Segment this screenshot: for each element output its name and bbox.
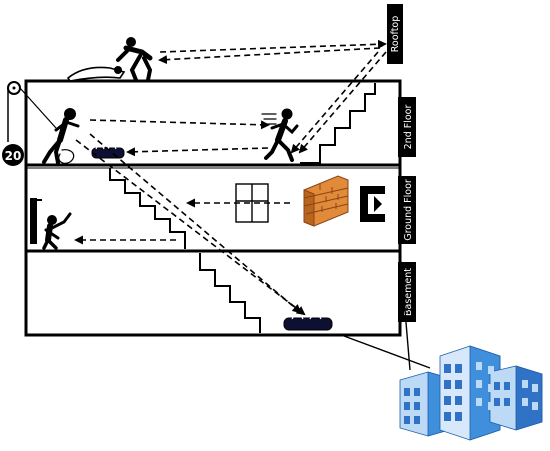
counter-value: 20 — [5, 149, 22, 163]
basement-label-tab: Basement — [398, 262, 416, 322]
route-rooftop-to-second-floor-outer — [298, 51, 387, 154]
door-icon — [30, 198, 42, 244]
entry-bracket-icon — [360, 186, 385, 222]
route-rooftop-to-left — [158, 47, 381, 65]
ground-floor-label: Ground Floor — [403, 179, 414, 241]
searching-person-icon — [42, 212, 72, 250]
route-arrows — [74, 39, 387, 316]
rescuer-dragging-victim-icon — [66, 37, 153, 82]
rooftop-label: Rooftop — [390, 16, 401, 53]
window-icon — [235, 183, 269, 223]
staircase-second-floor — [300, 83, 376, 164]
basement-label: Basement — [403, 268, 414, 316]
staircase-ground-floor — [109, 168, 186, 249]
weight-counter: 20 — [2, 144, 24, 166]
second-floor-label: 2nd Floor — [403, 105, 414, 150]
staircase-basement — [199, 253, 261, 333]
stretcher-icon-basement — [283, 313, 333, 331]
office-building-icon — [399, 345, 543, 441]
climber-icon — [42, 108, 80, 165]
route-second-floor-left — [126, 147, 269, 157]
callout-lines — [343, 250, 431, 371]
ground-floor-label-tab: Ground Floor — [398, 176, 416, 244]
brick-wall-icon — [303, 175, 349, 227]
route-diagonal-down-b — [89, 133, 302, 314]
route-second-floor-right — [89, 119, 270, 130]
route-rooftop-to-right — [159, 39, 387, 53]
stretcher-icon-second-floor — [91, 144, 125, 159]
second-floor-label-tab: 2nd Floor — [398, 97, 416, 157]
route-rooftop-to-second-floor-inner — [290, 51, 379, 154]
route-diagonal-down-a — [75, 139, 306, 316]
pulley-icon — [7, 81, 57, 142]
rooftop-label-tab: Rooftop — [387, 4, 403, 64]
running-person-icon — [261, 108, 299, 162]
